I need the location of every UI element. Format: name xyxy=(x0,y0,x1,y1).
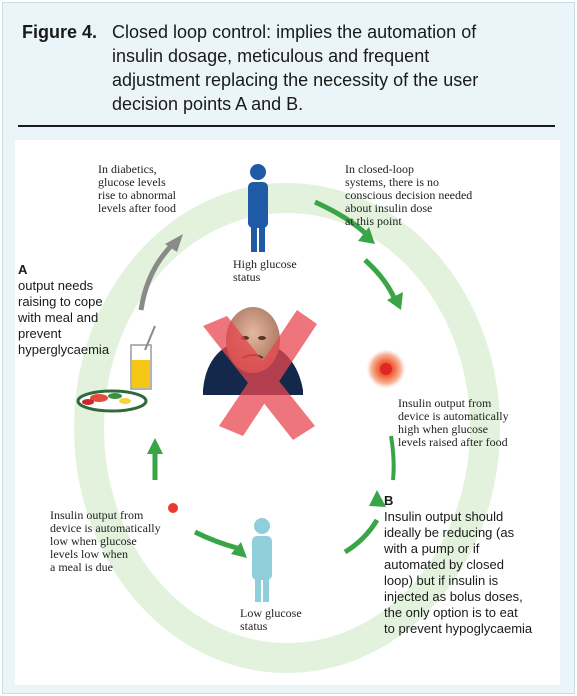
point-b-line: Insulin output should xyxy=(384,509,504,524)
note-line: glucose levels xyxy=(98,175,166,189)
arrow-head-bottom xyxy=(231,542,247,558)
note-top-right: In closed-loop systems, there is no cons… xyxy=(345,163,515,228)
note-line: levels after food xyxy=(98,201,176,215)
note-left-low: Insulin output from device is automatica… xyxy=(50,509,210,574)
note-line: systems, there is no xyxy=(345,175,439,189)
note-line: high when glucose xyxy=(398,422,488,436)
caption-text: Closed loop control: implies the automat… xyxy=(112,20,552,116)
low-glucose-person-icon xyxy=(252,518,272,602)
status-line: Low glucose xyxy=(240,606,302,620)
caption-line: Closed loop control: implies the automat… xyxy=(112,22,477,42)
food-plate-icon xyxy=(76,389,148,413)
point-a-line: with meal and xyxy=(18,310,99,325)
arrow-head-bottom-right xyxy=(369,490,386,507)
arrow-right-low xyxy=(389,435,396,481)
note-top-left: In diabetics, glucose levels rise to abn… xyxy=(98,163,208,215)
point-b-line: automated by closed xyxy=(384,557,504,572)
point-b-line: to prevent hypoglycaemia xyxy=(384,621,533,636)
note-line: In closed-loop xyxy=(345,162,414,176)
note-line: device is automatically xyxy=(398,409,509,423)
note-line: rise to abnormal xyxy=(98,188,176,202)
decision-point-b: B Insulin output should ideally be reduc… xyxy=(384,493,560,637)
arrow-bottom xyxy=(193,529,238,551)
juice-glass-icon xyxy=(130,325,156,390)
arrow-right-mid xyxy=(363,258,398,301)
note-line: levels raised after food xyxy=(398,435,508,449)
note-line: In diabetics, xyxy=(98,162,157,176)
arrow-bottom-right xyxy=(343,518,380,555)
point-a-line: hyperglycaemia xyxy=(18,342,110,357)
note-line: low when glucose xyxy=(50,534,137,548)
decision-point-a-letter: A xyxy=(18,262,28,277)
note-line: conscious decision needed xyxy=(345,188,473,202)
note-line: Insulin output from xyxy=(398,396,492,410)
caption-line: decision points A and B. xyxy=(112,94,304,114)
arrow-top-right xyxy=(313,199,369,237)
cross-icon xyxy=(203,310,317,440)
point-b-line: injected as bolus doses, xyxy=(384,589,523,604)
arrow-head-grey xyxy=(165,234,183,252)
note-line: device is automatically xyxy=(50,521,161,535)
diagram-panel: In diabetics, glucose levels rise to abn… xyxy=(15,140,560,685)
decision-point-a: A output needs raising to cope with meal… xyxy=(18,262,138,358)
point-b-line: loop) but if insulin is xyxy=(384,573,499,588)
point-b-line: ideally be reducing (as xyxy=(384,525,515,540)
closed-loop-diagram xyxy=(74,164,500,673)
note-line: a meal is due xyxy=(50,560,113,574)
point-a-line: output needs xyxy=(18,278,94,293)
point-b-line: the only option is to eat xyxy=(384,605,518,620)
figure-label: Figure 4. xyxy=(22,22,98,42)
note-line: at this point xyxy=(345,214,402,228)
decision-point-b-letter: B xyxy=(384,493,394,508)
insulin-low-indicator-icon xyxy=(168,503,178,513)
note-right-mid: Insulin output from device is automatica… xyxy=(398,397,558,449)
insulin-high-indicator-core xyxy=(380,363,392,375)
caption-line: adjustment replacing the necessity of th… xyxy=(112,70,479,90)
loop-ring xyxy=(74,183,500,673)
high-glucose-status-label: High glucose status xyxy=(233,258,333,284)
status-line: status xyxy=(233,270,261,284)
point-a-line: prevent xyxy=(18,326,62,341)
arrow-grey xyxy=(138,242,175,311)
low-glucose-status-label: Low glucose status xyxy=(240,607,340,633)
figure-caption: Figure 4. Closed loop control: implies t… xyxy=(22,20,552,114)
arrow-head-top-right xyxy=(358,227,375,244)
caption-divider xyxy=(18,125,555,127)
status-line: High glucose xyxy=(233,257,297,271)
point-b-line: with a pump or if xyxy=(384,541,480,556)
caption-line: insulin dosage, meticulous and frequent xyxy=(112,46,430,66)
point-a-line: raising to cope xyxy=(18,294,103,309)
status-line: status xyxy=(240,619,268,633)
note-line: about insulin dose xyxy=(345,201,433,215)
arrow-head-right-mid xyxy=(387,292,403,310)
arrow-head-left-up xyxy=(147,438,163,454)
note-line: levels low when xyxy=(50,547,128,561)
note-line: Insulin output from xyxy=(50,508,144,522)
high-glucose-person-icon xyxy=(248,164,268,252)
